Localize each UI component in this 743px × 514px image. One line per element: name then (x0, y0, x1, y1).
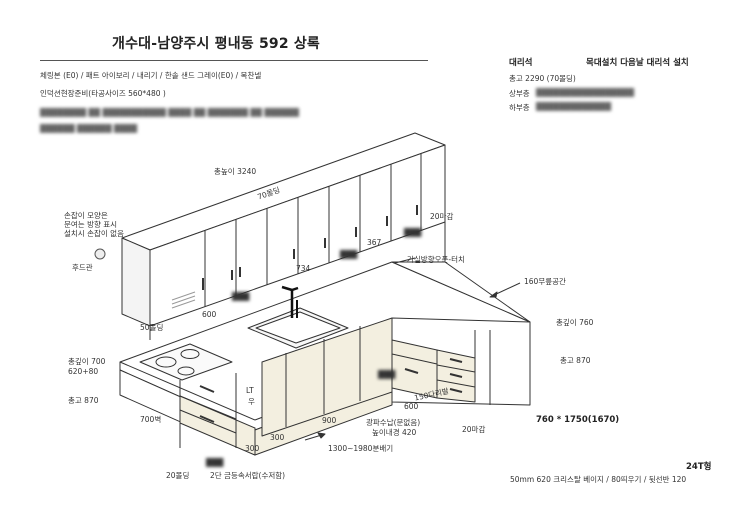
label-total-height: 총높이 3240 (214, 167, 257, 176)
spec-line-2: 인덕션현장준비(타공사이즈 560*480 ) (40, 89, 166, 98)
label-island-size: 760 * 1750(1670) (536, 415, 620, 425)
sink (247, 285, 349, 349)
label-width-600-lower: 600 (404, 402, 419, 411)
handle-note-1: 손잡이 모양은 (64, 211, 108, 220)
redacted-stone-line-2: █████████████████ (536, 88, 635, 97)
label-width-600-upper: 600 (202, 310, 217, 319)
stone-heading: 대리석 (509, 58, 533, 68)
induction-cooktop (139, 343, 233, 381)
stone-line-2-label: 상부층 (509, 89, 530, 98)
right-base-cabinets (391, 317, 531, 406)
redacted-tag-3: ███ (232, 292, 250, 301)
hood-label: 후드관 (72, 263, 93, 272)
spec-line-1: 체링본 (E0) / 패트 아이보리 / 내리기 / 한솔 샌드 그레이(E0)… (40, 71, 262, 80)
label-width-734: 734 (296, 264, 311, 273)
label-molding-20: 20몰딩 (166, 471, 190, 480)
label-molding-50: 50몰딩 (140, 323, 164, 332)
label-height-870-left: 총고 870 (68, 396, 99, 405)
label-gap-20-bottom: 20마감 (462, 425, 486, 434)
stone-line-1: 총고 2290 (70몰딩) (509, 74, 576, 83)
stone-install-note: 목대설치 다음날 대리석 설치 (586, 58, 689, 68)
label-island-top: 24T형 (686, 462, 712, 472)
label-width-300-b: 300 (245, 444, 260, 453)
handle-note-3: 설치시 손잡이 없음 (64, 229, 124, 238)
label-island-bottom: 50mm 620 크리스탈 베이지 / 80띄우기 / 뒷선반 120 (510, 475, 687, 484)
label-right: 우 (248, 397, 255, 406)
label-width-900: 900 (322, 416, 337, 425)
page-title: 개수대-남양주시 평내동 592 상록 (112, 36, 321, 52)
label-depth-760: 총깊이 760 (556, 318, 594, 327)
label-height-870-right: 총고 870 (560, 356, 591, 365)
label-drawer-note: 2단 금등속서랍(수저함) (210, 471, 286, 480)
label-inner-height-420: 높이내경 420 (372, 428, 417, 437)
redacted-spec-line-3: ████████ ██ ███████████ ████ ██ ███████ … (40, 108, 299, 117)
lower-cabinets (119, 317, 393, 456)
label-depth-620: 620+80 (68, 367, 99, 376)
upper-cabinets (121, 132, 446, 327)
hood-duct-marker (94, 248, 106, 260)
handle-note-2: 문여는 방향 표시 (64, 220, 118, 229)
title-underline (40, 60, 428, 61)
redacted-tag-2: ███ (340, 250, 358, 259)
label-dish-range: 1300~1980분배기 (328, 444, 394, 453)
label-gap-20-top: 20마감 (430, 212, 454, 221)
label-width-367: 367 (367, 238, 382, 247)
stone-line-3-label: 하부층 (509, 103, 530, 112)
redacted-tag-4: ███ (378, 370, 396, 379)
redacted-spec-line-4: ██████ ██████ ████ (40, 124, 138, 133)
label-width-300-a: 300 (270, 433, 285, 442)
label-wall-700: 700벽 (140, 415, 162, 424)
label-depth-700: 총깊이 700 (68, 357, 106, 366)
redacted-tag-5: ███ (206, 458, 224, 467)
redacted-tag-1: ███ (404, 228, 422, 237)
label-living-open: 거실방향오픈-터치 (407, 255, 465, 264)
label-knee-space: 160무릎공간 (524, 277, 566, 286)
redacted-stone-line-3: █████████████ (536, 102, 611, 111)
dimension-lines (304, 257, 521, 441)
label-lt: LT (246, 386, 254, 395)
label-light-storage: 광파수납(문없음) (366, 418, 421, 427)
